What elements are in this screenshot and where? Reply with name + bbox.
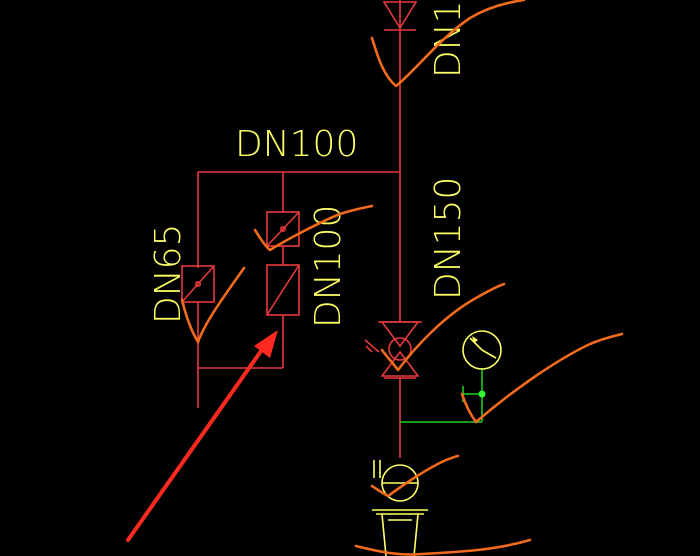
- pipe-support-icon: [372, 509, 428, 556]
- label-dn65-bypass: DN65: [148, 224, 189, 324]
- sketch-annotations: [180, 0, 624, 556]
- balancing-valve-bypass-icon: [181, 265, 215, 303]
- annotation-arrow-head: [254, 330, 278, 358]
- pump-icon: [373, 460, 419, 502]
- sketch-mark-gauge: [460, 332, 624, 424]
- label-dn100-header: DN100: [235, 124, 358, 165]
- gate-valve-icon: [364, 321, 422, 379]
- label-dn150-main: DN150: [428, 177, 469, 300]
- balancing-valve-mid-icon: [266, 211, 300, 247]
- sketch-mark-pump: [370, 454, 460, 498]
- sketch-mark-bypass: [180, 266, 246, 344]
- pressure-gauge-icon: [462, 330, 502, 370]
- check-valve-icon: [382, 1, 418, 31]
- label-dn150-top: DN150: [428, 0, 469, 78]
- gauge-node: [478, 390, 486, 398]
- label-dn100-branch: DN100: [308, 205, 349, 328]
- sketch-mark-mid-valve: [253, 204, 374, 252]
- annotation-arrow-shaft: [126, 342, 268, 542]
- annotation-arrow-icon: [126, 330, 278, 542]
- sketch-mark-bottom: [354, 538, 532, 556]
- pipe-network: [197, 0, 401, 458]
- flow-element-icon: [266, 264, 300, 316]
- sketch-mark-gate-valve: [380, 282, 506, 372]
- sketch-mark-top: [370, 0, 526, 88]
